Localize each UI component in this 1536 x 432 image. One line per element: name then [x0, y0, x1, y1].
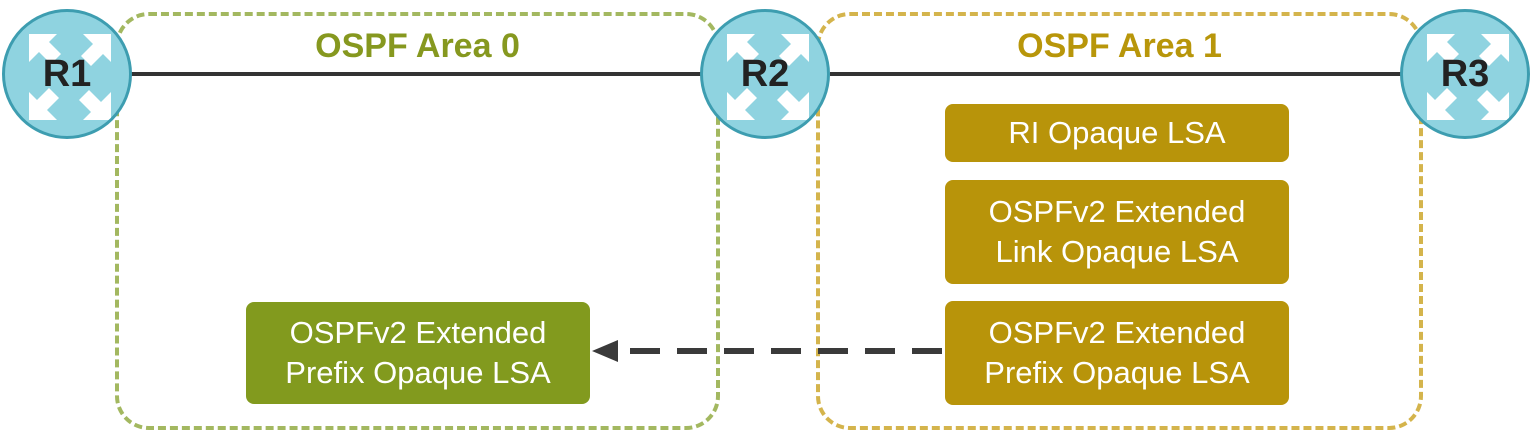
router-r3-label: R3 — [1440, 53, 1490, 95]
lsa-ri-opaque-line-1: RI Opaque LSA — [1008, 115, 1226, 150]
lsa-extended-prefix-area0: OSPFv2 Extended Prefix Opaque LSA — [246, 302, 590, 404]
router-r2-label: R2 — [740, 53, 790, 95]
lsa-extended-prefix-area0-line-1: OSPFv2 Extended — [289, 315, 547, 350]
router-r1[interactable]: R1 — [2, 9, 132, 139]
router-arrows-icon — [1427, 34, 1509, 120]
lsa-ri-opaque: RI Opaque LSA — [945, 104, 1289, 162]
router-r2[interactable]: R2 — [700, 9, 830, 139]
area-0-title: OSPF Area 0 — [315, 27, 520, 65]
router-arrows-icon — [727, 34, 809, 120]
area-1-title: OSPF Area 1 — [1017, 27, 1222, 65]
lsa-extended-prefix-area1-line-1: OSPFv2 Extended — [988, 315, 1246, 350]
link-r2-r3 — [830, 72, 1410, 76]
area-1-boundary — [816, 12, 1423, 430]
lsa-extended-link-line-2: Link Opaque LSA — [995, 234, 1239, 269]
lsa-extended-prefix-area1-line-2: Prefix Opaque LSA — [984, 355, 1250, 390]
flooding-arrow — [592, 340, 942, 362]
arrowhead-left-icon — [592, 340, 618, 362]
area-0-boundary — [115, 12, 720, 430]
router-arrows-icon — [29, 34, 111, 120]
lsa-extended-link: OSPFv2 Extended Link Opaque LSA — [945, 180, 1289, 284]
link-r1-r2 — [130, 72, 710, 76]
router-r3[interactable]: R3 — [1400, 9, 1530, 139]
lsa-extended-prefix-area1: OSPFv2 Extended Prefix Opaque LSA — [945, 301, 1289, 405]
lsa-extended-prefix-area0-line-2: Prefix Opaque LSA — [285, 355, 551, 390]
router-r1-label: R1 — [42, 53, 92, 95]
lsa-extended-link-line-1: OSPFv2 Extended — [988, 194, 1246, 229]
